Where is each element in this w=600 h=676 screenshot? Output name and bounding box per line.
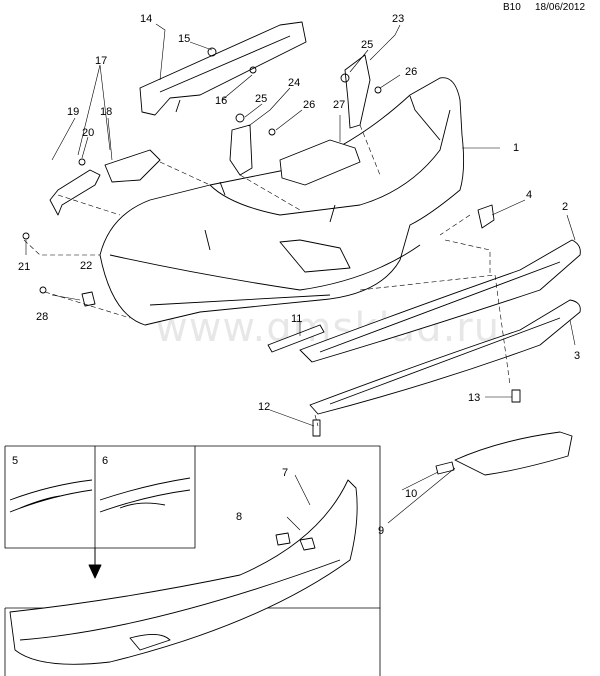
part-4-bracket (477, 204, 495, 229)
fastener-20 (78, 158, 86, 166)
clip-22 (81, 291, 96, 307)
lower-trim-lower (309, 299, 581, 415)
callout-12: 12 (258, 401, 270, 413)
callout-6: 6 (102, 455, 108, 467)
skid-plate (435, 431, 573, 476)
side-trim-strip (267, 324, 325, 353)
callout-25-center: 25 (255, 93, 267, 105)
inset-bumper-detail (9, 479, 358, 665)
callout-13: 13 (468, 392, 480, 404)
fastener-28 (39, 286, 47, 294)
callout-26-right: 26 (405, 66, 417, 78)
callout-22: 22 (80, 260, 92, 272)
fastener-25-center (235, 113, 245, 123)
fastener-21 (22, 232, 30, 240)
callout-8: 8 (236, 511, 242, 523)
callout-26-center: 26 (303, 99, 315, 111)
fastener-16 (249, 66, 257, 74)
callout-2: 2 (562, 201, 568, 213)
callout-7: 7 (282, 467, 288, 479)
right-mount-bracket (344, 54, 371, 129)
lower-trim-upper (299, 239, 581, 363)
center-mount-bracket (229, 124, 253, 176)
left-side-bracket (49, 149, 161, 216)
callout-17: 17 (95, 55, 107, 67)
fastener-25-right (340, 73, 350, 83)
callout-4: 4 (526, 189, 532, 201)
callout-labels: 1 2 3 4 5 6 7 8 9 10 11 12 13 14 15 16 1… (12, 13, 580, 537)
callout-18: 18 (100, 106, 112, 118)
callout-5: 5 (12, 455, 18, 467)
callout-1: 1 (513, 142, 519, 154)
callout-21: 21 (18, 261, 30, 273)
callout-15: 15 (178, 33, 190, 45)
callout-25-right: 25 (361, 39, 373, 51)
leader-lines (25, 23, 576, 531)
callout-20: 20 (82, 127, 94, 139)
callout-11: 11 (291, 313, 302, 325)
clip-13 (511, 389, 521, 403)
callout-19: 19 (67, 106, 79, 118)
callout-9: 9 (378, 525, 384, 537)
callout-27: 27 (333, 99, 345, 111)
callout-16: 16 (215, 95, 227, 107)
diagram-code: B10 (503, 2, 521, 13)
fastener-26-center (268, 128, 276, 136)
upper-beam (139, 21, 307, 116)
callout-10: 10 (405, 488, 417, 500)
diagram-date: 18/06/2012 (535, 2, 586, 13)
callout-14: 14 (140, 13, 152, 25)
fastener-26-right (374, 86, 382, 94)
callout-28: 28 (36, 311, 48, 323)
fastener-15 (207, 47, 217, 57)
callout-24: 24 (288, 77, 300, 89)
center-absorber (279, 139, 361, 186)
assembly-dashed-lines (23, 124, 511, 427)
callout-23: 23 (392, 13, 404, 25)
callout-3: 3 (574, 350, 580, 362)
bolt-12 (312, 419, 321, 437)
